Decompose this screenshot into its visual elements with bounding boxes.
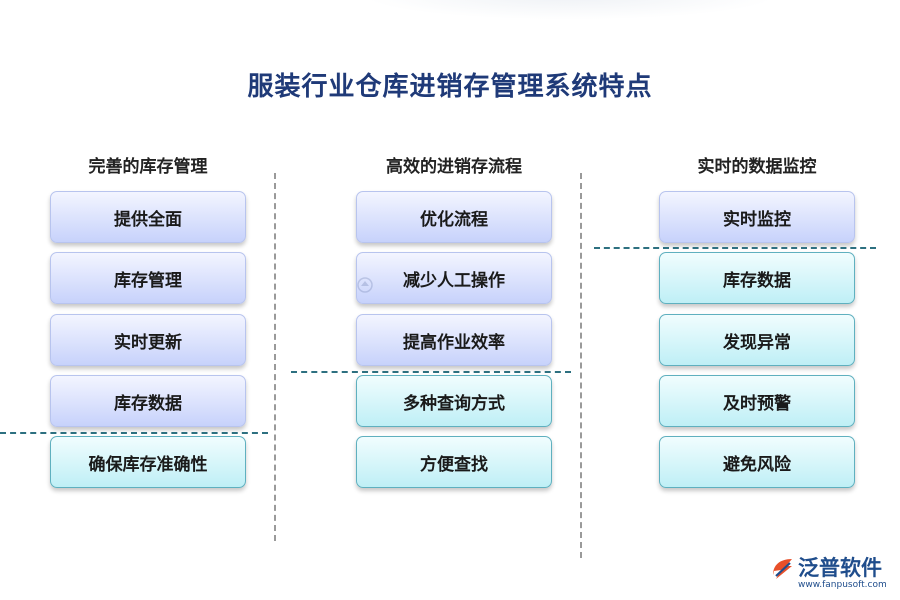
- brand-logo: 泛普软件 www.fanpusoft.com: [770, 551, 895, 596]
- section-divider: [0, 432, 268, 434]
- feature-box: 实时更新: [50, 314, 246, 366]
- feature-box-highlight: 确保库存准确性: [50, 436, 246, 488]
- column-heading-process: 高效的进销存流程: [386, 157, 522, 177]
- top-glow-decoration: [360, 0, 780, 20]
- fanpu-logo-icon: [773, 559, 792, 579]
- column-heading-inventory: 完善的库存管理: [88, 157, 208, 177]
- feature-box-highlight: 库存数据: [659, 252, 855, 304]
- feature-box: 优化流程: [356, 191, 552, 243]
- watermark-icon: [357, 277, 373, 293]
- column-heading-monitoring: 实时的数据监控: [697, 157, 817, 177]
- column-divider: [580, 173, 582, 558]
- feature-box: 提高作业效率: [356, 314, 552, 366]
- feature-box: 提供全面: [50, 191, 246, 243]
- page-title: 服装行业仓库进销存管理系统特点: [247, 72, 653, 102]
- feature-box-highlight: 多种查询方式: [356, 375, 552, 427]
- feature-box: 库存数据: [50, 375, 246, 427]
- feature-box: 库存管理: [50, 252, 246, 304]
- feature-box-highlight: 方便查找: [356, 436, 552, 488]
- feature-box: 减少人工操作: [356, 252, 552, 304]
- logo-name: 泛普软件: [798, 556, 882, 580]
- feature-box-highlight: 避免风险: [659, 436, 855, 488]
- feature-box-highlight: 发现异常: [659, 314, 855, 366]
- feature-box: 实时监控: [659, 191, 855, 243]
- section-divider: [291, 371, 571, 373]
- section-divider: [594, 247, 876, 249]
- feature-box-highlight: 及时预警: [659, 375, 855, 427]
- logo-url: www.fanpusoft.com: [798, 580, 887, 590]
- column-divider: [274, 173, 276, 541]
